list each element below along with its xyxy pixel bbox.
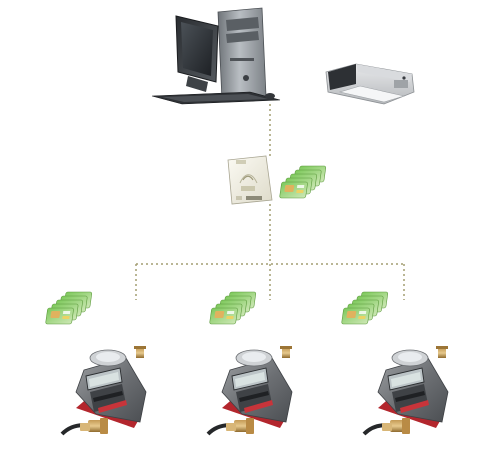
water-meter-icon (362, 344, 450, 436)
water-meter-icon (60, 344, 148, 436)
desktop-computer-icon (151, 7, 281, 105)
printer-icon (325, 63, 415, 105)
water-meter-icon (206, 344, 294, 436)
connector-lines (135, 104, 405, 300)
ic-card-stack-icon (45, 291, 93, 325)
ic-card-stack-icon (341, 291, 389, 325)
ic-card-stack-icon (209, 291, 257, 325)
ic-card-stack-icon (279, 165, 327, 199)
card-reader-icon (227, 155, 273, 205)
